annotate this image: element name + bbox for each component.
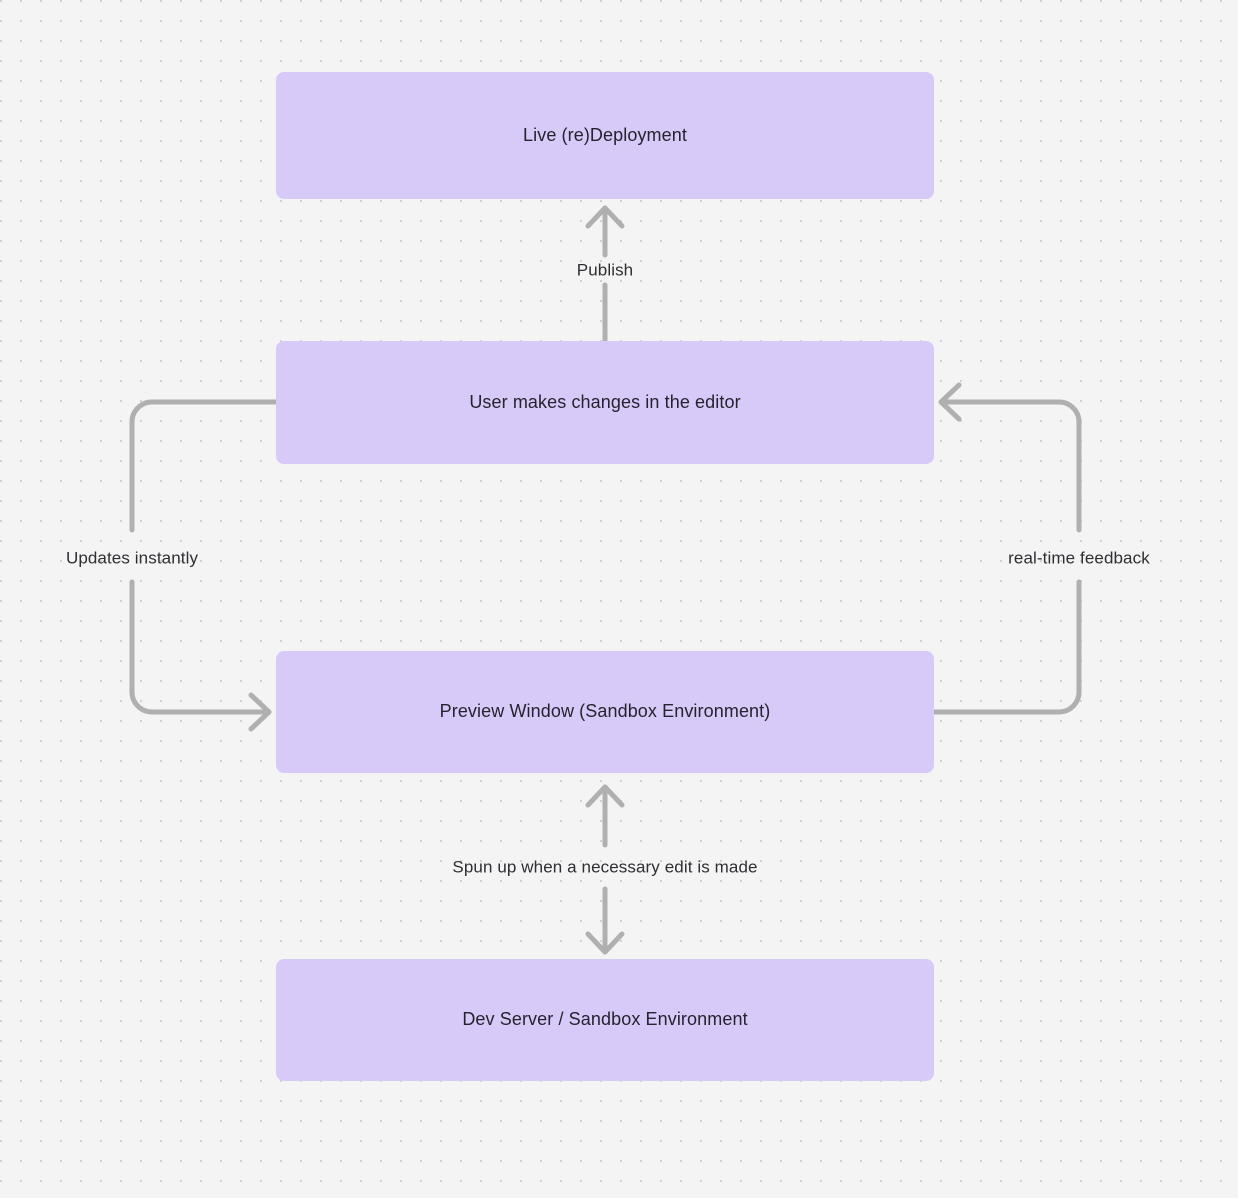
node-label-live-deployment: Live (re)Deployment: [523, 124, 687, 145]
edge-label-spun-up: Spun up when a necessary edit is made: [452, 857, 758, 877]
node-user-edits[interactable]: User makes changes in the editor: [276, 341, 934, 464]
node-dev-server[interactable]: Dev Server / Sandbox Environment: [276, 959, 934, 1081]
edge-label-updates-instantly: Updates instantly: [65, 548, 199, 568]
node-label-preview-window: Preview Window (Sandbox Environment): [439, 701, 771, 722]
edge-label-real-time-feedback: real-time feedback: [1008, 548, 1150, 568]
node-label-dev-server: Dev Server / Sandbox Environment: [462, 1009, 748, 1030]
node-label-user-edits: User makes changes in the editor: [469, 391, 741, 412]
edge-label-publish: Publish: [576, 260, 634, 280]
node-preview-window[interactable]: Preview Window (Sandbox Environment): [276, 651, 934, 773]
node-live-deployment[interactable]: Live (re)Deployment: [276, 72, 934, 199]
